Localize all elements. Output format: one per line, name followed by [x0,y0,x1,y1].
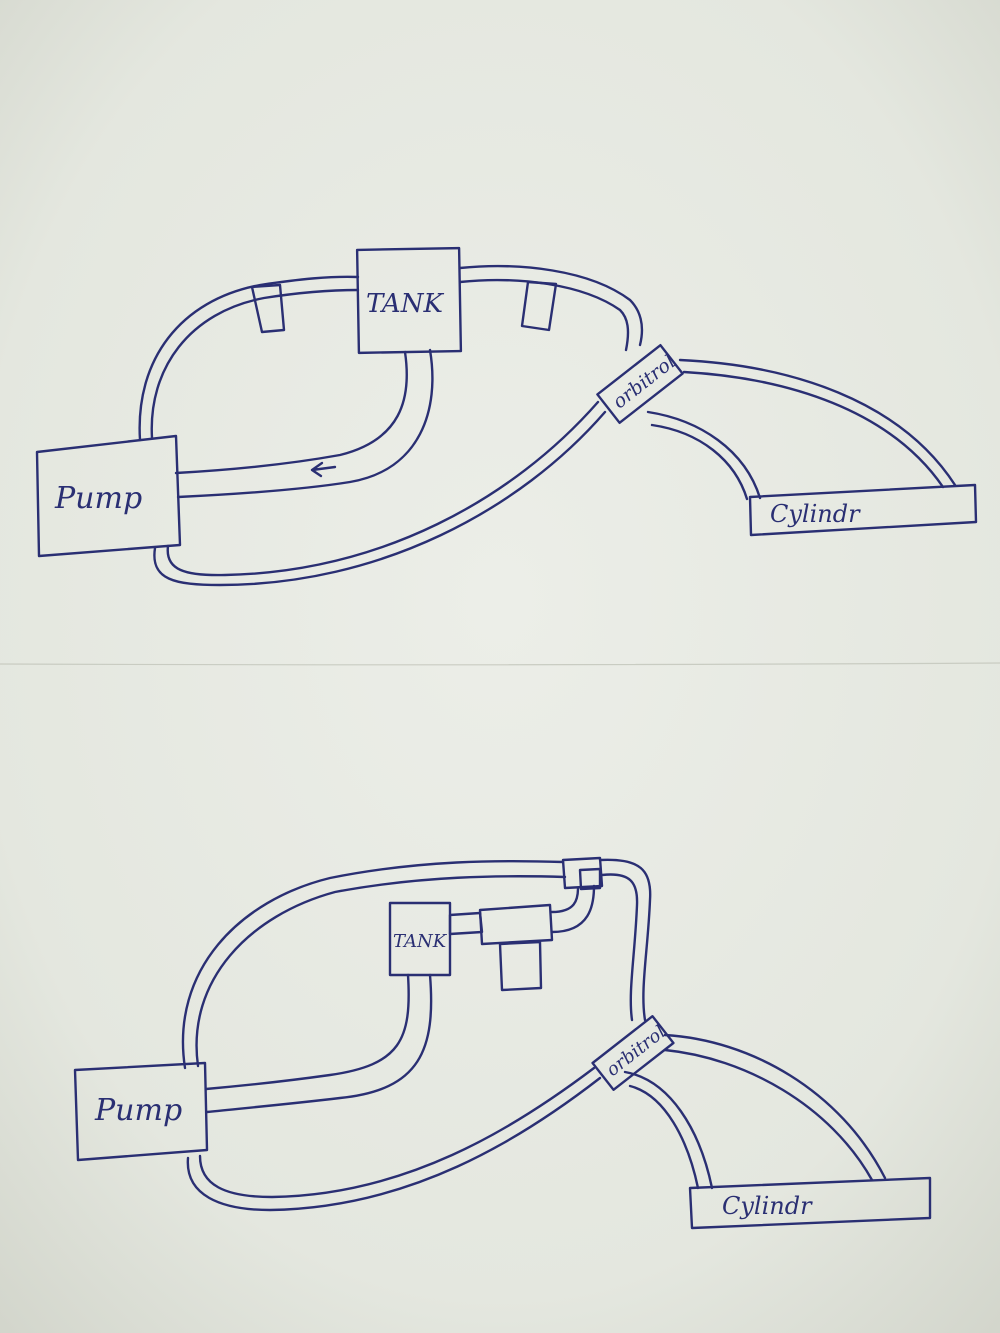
top-cyl-line-b-inner [650,423,749,501]
top-orbitrol-box [596,343,684,425]
bottom-cyl-line-b-outer [623,1070,714,1190]
bottom-cyl-line-b-inner [628,1084,700,1190]
bottom-cylinder-label: Cylindr [722,1192,813,1220]
top-flow-arrow-icon [310,461,337,478]
top-cyl-line-b-outer [646,410,762,500]
top-hose-left-outer [138,275,360,442]
bottom-pressure-inner [198,1066,596,1199]
top-tank-box [355,246,463,355]
bottom-return-outer [204,973,410,1091]
bottom-return-inner [205,973,433,1114]
bottom-manifold-cap [578,867,602,891]
top-pump-box [35,434,182,558]
bottom-hose-top-outer [181,859,565,1070]
bottom-pressure-outer [186,1076,602,1212]
paper-fold-line [0,662,1000,666]
bottom-valve-block [478,903,554,946]
bottom-orbitrol-box [591,1015,675,1091]
top-cylinder-box [748,483,978,537]
bottom-hose-right-inner [600,873,639,1022]
bottom-manifold-elbow-a [550,886,580,914]
bottom-hose-top-inner [195,875,567,1068]
bottom-cyl-line-a-outer [663,1033,887,1180]
top-fitting-left [250,283,286,334]
top-return-inner [176,348,434,499]
top-fitting-right [520,280,558,332]
top-hose-right-inner [458,278,630,352]
bottom-manifold-tee [561,856,604,890]
bottom-manifold-elbow-b [550,884,596,934]
top-hose-right-outer [458,264,644,347]
top-cyl-line-a-outer [678,358,957,487]
top-cyl-line-a-inner [682,370,945,489]
bottom-pump-box [73,1061,209,1162]
top-pressure-inner [166,400,600,577]
top-pressure-outer [153,410,607,587]
top-tank-label: TANK [366,289,444,319]
bottom-cyl-line-a-inner [663,1048,874,1182]
bottom-valve-stem [498,940,543,992]
top-return-outer [174,350,408,475]
bottom-pump-label: Pump [94,1093,182,1128]
bottom-hose-right-outer [598,858,652,1022]
top-cylinder-label: Cylindr [770,500,861,528]
top-hose-left-inner [150,288,360,440]
bottom-cylinder-box [688,1176,932,1230]
bottom-tank-box [388,901,452,977]
bottom-tank-label: TANK [393,931,448,952]
top-pump-label: Pump [54,481,142,516]
